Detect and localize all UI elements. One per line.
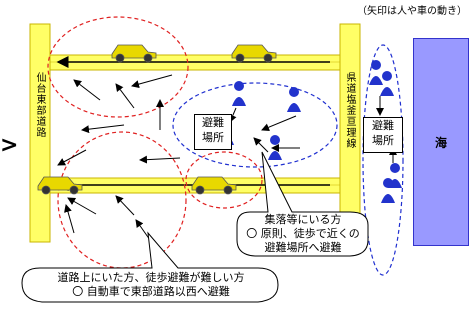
coastal-blue-dashed: [362, 44, 404, 276]
car-upper-1: [111, 44, 157, 63]
sendai-east-road-label: 仙台東部道路: [34, 72, 45, 138]
inland-shelter-box: 避難 場所: [194, 114, 232, 150]
center-red-dashed: [185, 151, 263, 209]
village-callout-line3: 避難場所へ避難: [264, 241, 342, 254]
car-lower-1: [37, 176, 83, 195]
sea-label: 海: [434, 135, 447, 150]
road-callout-shape: [21, 231, 279, 303]
prefectural-road-label: 県道塩釜亘理線: [344, 72, 355, 149]
upper-left-red-dashed: [47, 16, 189, 118]
sea-area: 海: [413, 38, 469, 246]
coastal-shelter-line1: 避難: [372, 119, 394, 132]
coastal-shelter-box: 避難 場所: [363, 117, 403, 153]
car-lower-2: [191, 176, 237, 195]
lower-left-red-dashed: [57, 131, 187, 269]
village-callout-line1: 集落等にいる方: [264, 213, 342, 226]
village-callout-line2: 〇 原則、徒歩で近くの: [246, 227, 360, 240]
legend-note: （矢印は人や車の動き）: [357, 6, 467, 17]
car-upper-2: [231, 44, 277, 63]
road-callout-text: 道路上にいた方、徒歩避難が難しい方 〇 自動車で東部道路以西へ避難: [24, 271, 278, 299]
road-callout-line2: 〇 自動車で東部道路以西へ避難: [72, 285, 230, 298]
inland-shelter-line1: 避難: [202, 116, 224, 129]
coastal-shelter-line2: 場所: [372, 134, 394, 147]
village-callout-shape: [236, 151, 369, 257]
road-callout-line1: 道路上にいた方、徒歩避難が難しい方: [57, 271, 245, 284]
inland-shelter-line2: 場所: [202, 131, 224, 144]
inland-blue-dashed: [172, 82, 338, 168]
village-callout-text: 集落等にいる方 〇 原則、徒歩で近くの 避難場所へ避難: [238, 213, 368, 255]
movement-arrows: [57, 74, 397, 241]
left-edge-arrow-glyph: >: [0, 133, 19, 158]
